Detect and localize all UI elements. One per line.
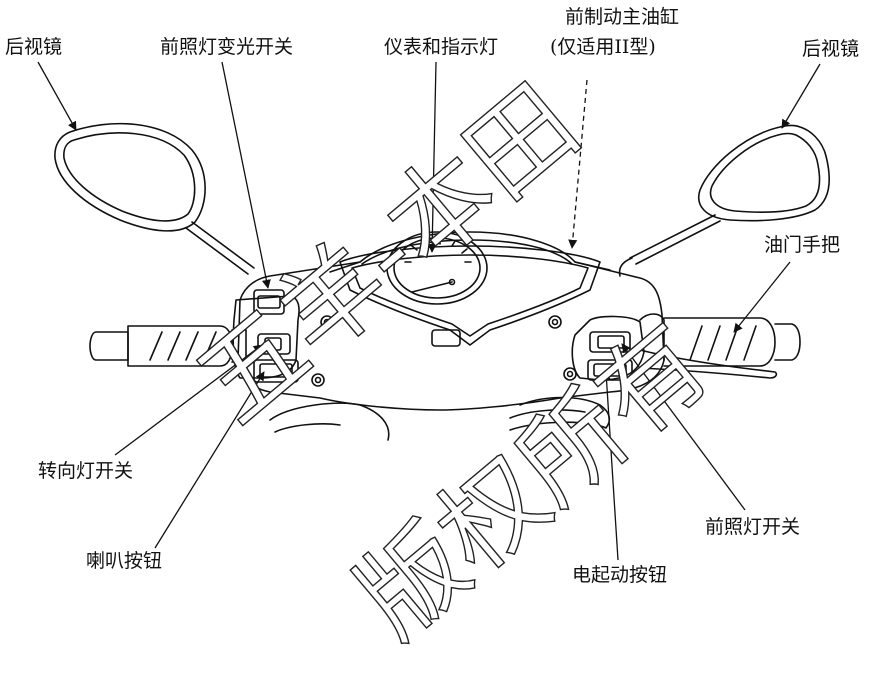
right-grip	[639, 317, 801, 379]
leader-headlight-dimmer	[221, 61, 271, 289]
label-master-cylinder-2: (仅适用II型)	[550, 36, 656, 58]
label-headlight-switch: 前照灯开关	[705, 516, 801, 538]
handlebar-cover	[237, 231, 665, 441]
leader-mirror-right	[781, 63, 821, 129]
leader-instruments	[427, 61, 437, 253]
label-instruments: 仪表和指示灯	[384, 36, 499, 58]
right-mirror	[618, 124, 830, 277]
label-horn: 喇叭按钮	[86, 550, 163, 572]
left-grip	[89, 325, 247, 367]
left-mirror	[54, 122, 255, 275]
label-mirror-left: 后视镜	[5, 36, 63, 58]
leader-master-cylinder	[568, 79, 588, 249]
leader-throttle	[733, 261, 791, 333]
leader-mirror-left	[37, 61, 77, 131]
speedometer	[386, 231, 488, 305]
label-starter: 电起动按钮	[572, 564, 668, 586]
left-switch-housing	[232, 289, 300, 383]
leader-starter	[601, 371, 619, 561]
leader-turn-signal	[114, 344, 263, 456]
label-mirror-right: 后视镜	[802, 38, 860, 60]
label-turn-signal: 转向灯开关	[38, 460, 134, 482]
label-headlight-dimmer: 前照灯变光开关	[160, 36, 294, 58]
leader-headlight-switch	[621, 343, 746, 511]
leader-horn	[154, 371, 265, 549]
label-master-cylinder-1: 前制动主油缸	[565, 6, 680, 28]
label-throttle: 油门手把	[764, 234, 841, 256]
